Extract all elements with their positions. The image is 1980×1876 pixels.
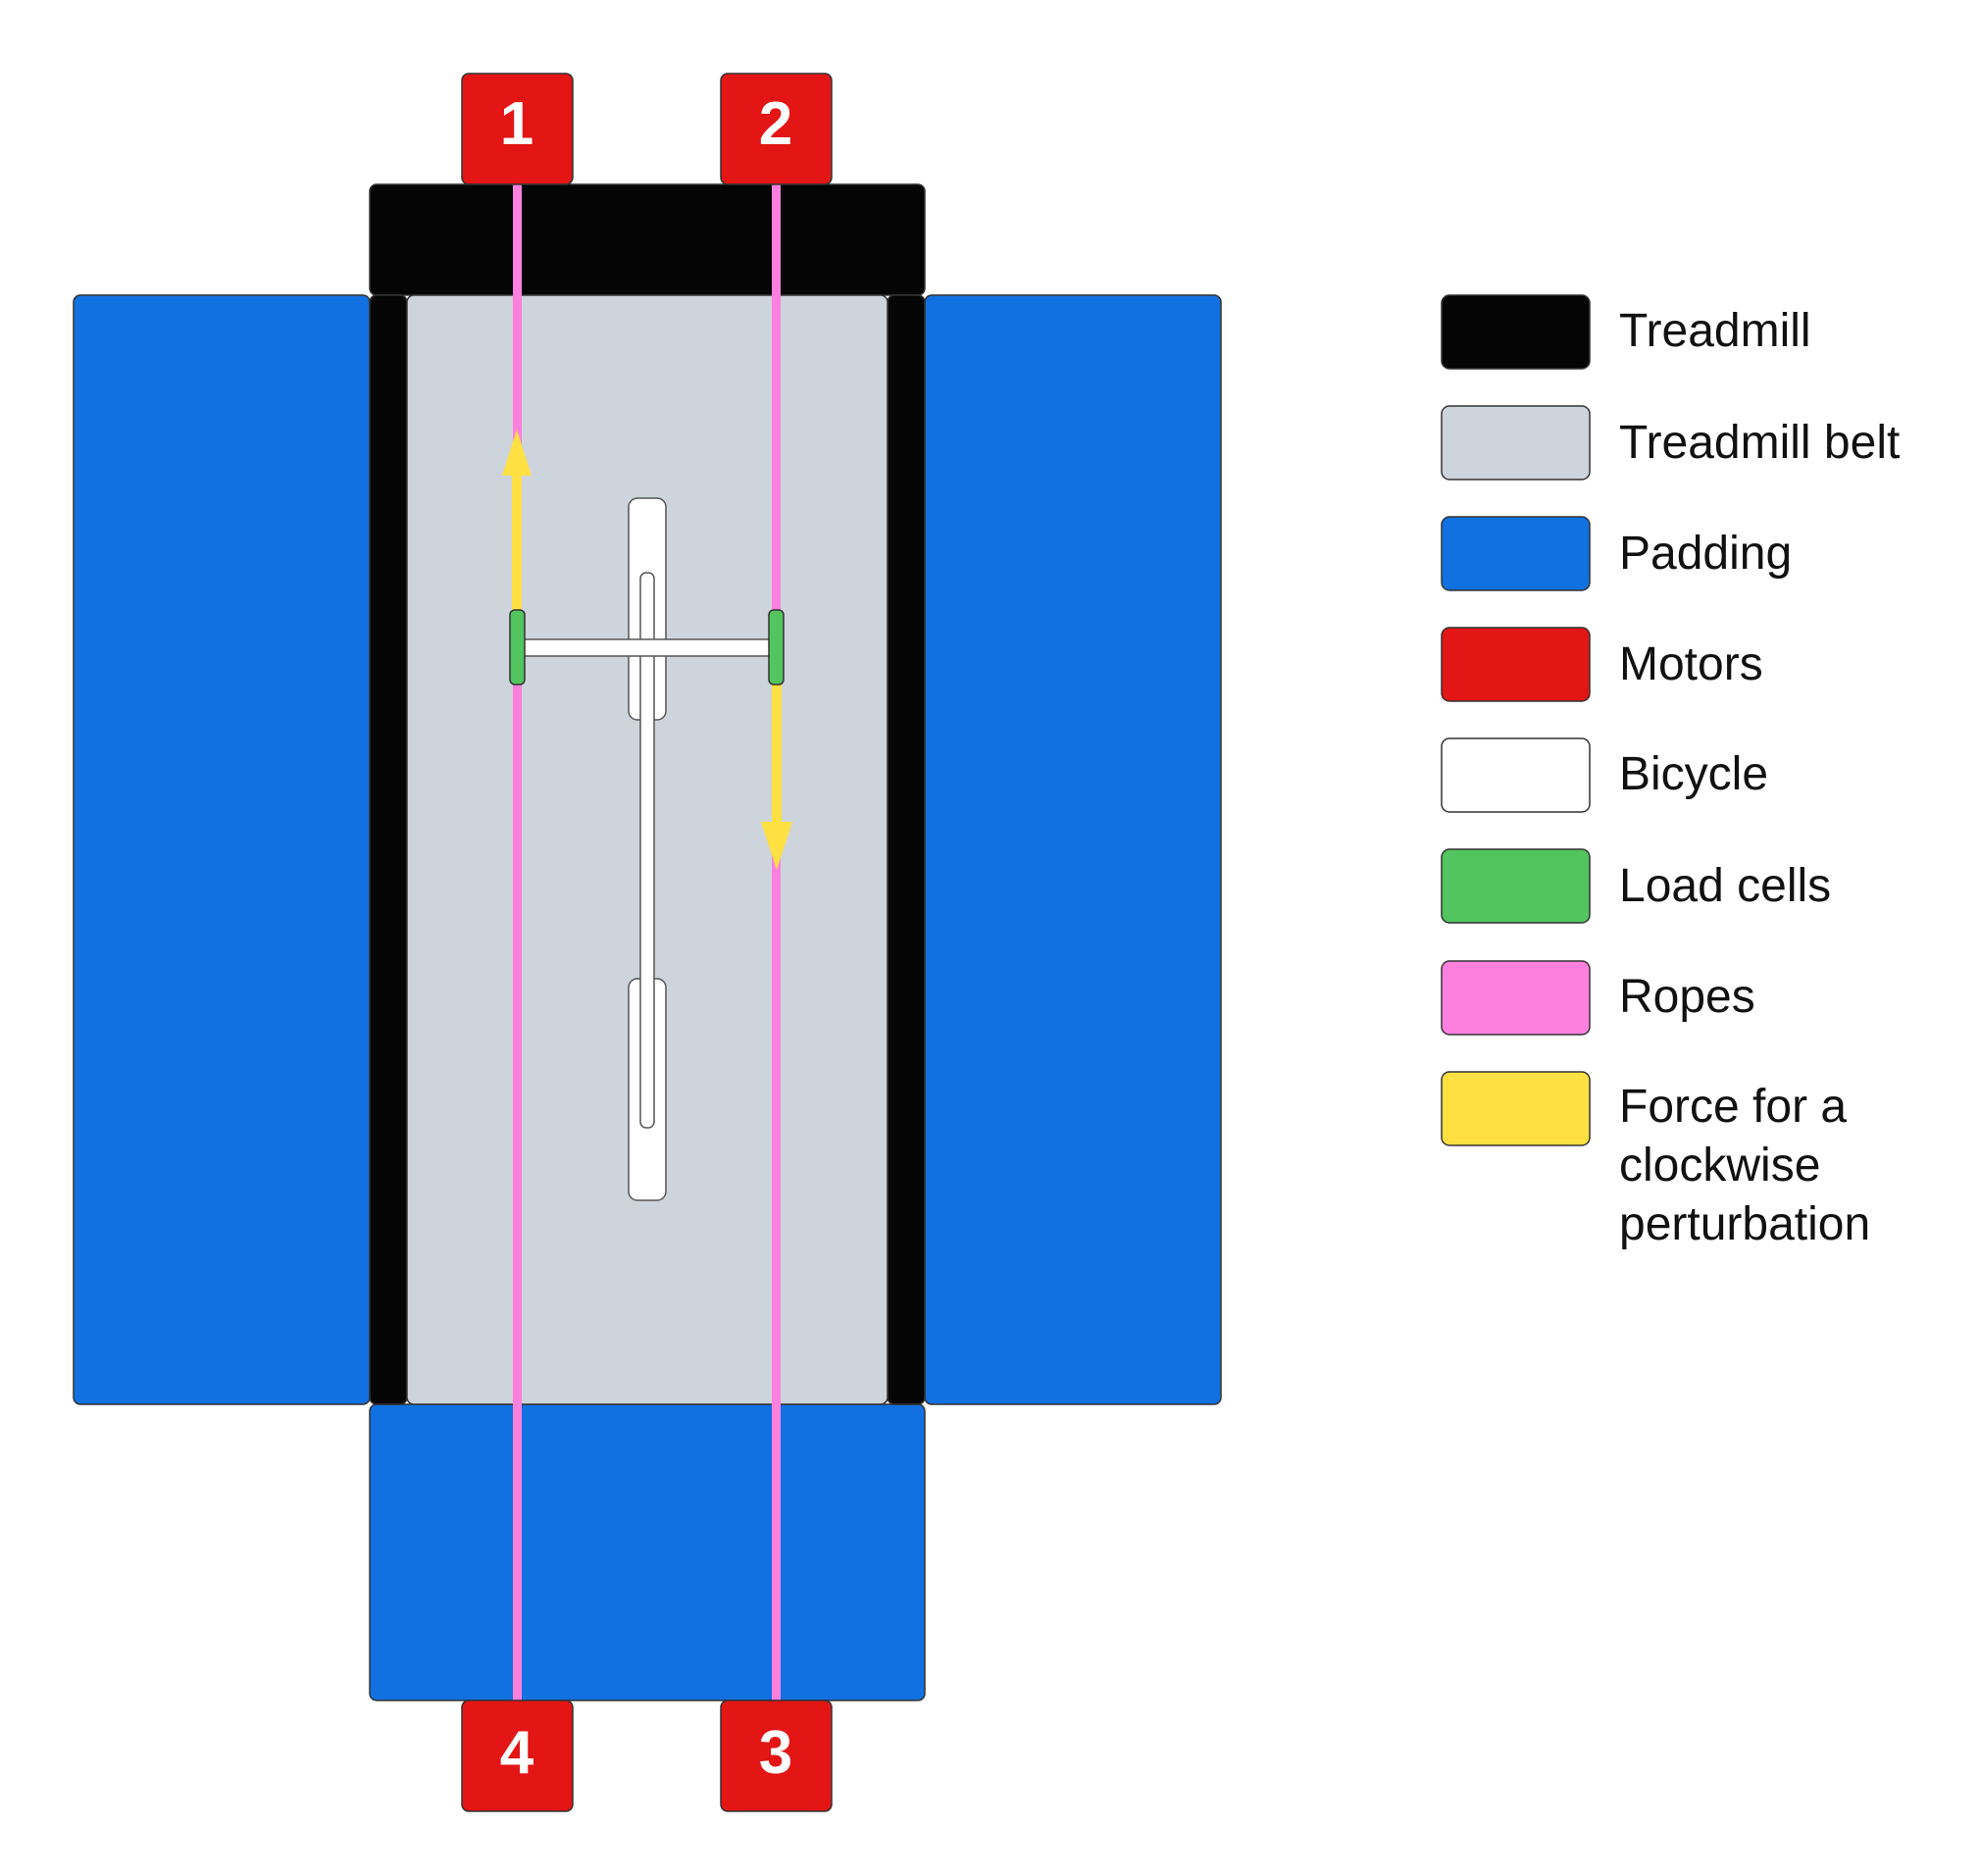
bicycle-handlebar: [517, 638, 778, 657]
treadmill-left-rail: [369, 294, 408, 1405]
legend-item-motors: Motors: [1441, 627, 1763, 702]
force-arrow-up: [502, 430, 532, 614]
load-cell-right: [768, 609, 785, 685]
motor-3-label: 3: [759, 1719, 792, 1787]
legend-swatch-force: [1441, 1071, 1591, 1146]
bicycle-frame: [639, 572, 655, 1129]
treadmill-front-bar: [369, 183, 926, 296]
motor-3: 3: [720, 1699, 833, 1812]
legend-swatch-treadmill: [1441, 294, 1591, 370]
legend-item-treadmill-belt: Treadmill belt: [1441, 405, 1900, 481]
right-padding: [924, 294, 1222, 1405]
legend-label-force-line2: clockwise: [1619, 1140, 1820, 1192]
legend-item-treadmill: Treadmill: [1441, 294, 1811, 370]
motor-4-label: 4: [500, 1719, 534, 1787]
legend-label-force-line3: perturbation: [1619, 1198, 1870, 1250]
legend-item-load-cells: Load cells: [1441, 848, 1831, 924]
motor-1: 1: [461, 73, 574, 185]
motor-4: 4: [461, 1699, 574, 1812]
treadmill-right-rail: [887, 294, 926, 1405]
motor-2-label: 2: [759, 90, 792, 158]
bicycle: [517, 497, 778, 1201]
legend-label-ropes: Ropes: [1619, 971, 1755, 1023]
legend-item-bicycle: Bicycle: [1441, 737, 1768, 813]
legend-label-load-cells: Load cells: [1619, 860, 1831, 912]
legend-label-force-line1: Force for a: [1619, 1081, 1847, 1133]
load-cell-left: [509, 609, 526, 685]
legend-label-padding: Padding: [1619, 528, 1792, 580]
legend-swatch-padding: [1441, 516, 1591, 591]
bottom-padding: [369, 1403, 926, 1701]
motor-1-label: 1: [500, 90, 533, 158]
legend-label-treadmill: Treadmill: [1619, 305, 1811, 357]
rope-left: [513, 184, 522, 1700]
legend-label-treadmill-belt: Treadmill belt: [1619, 417, 1900, 469]
legend-item-force: Force for a clockwise perturbation: [1441, 1071, 1870, 1250]
force-arrow-down: [761, 683, 792, 870]
rope-right: [772, 184, 781, 1700]
legend-swatch-load-cells: [1441, 848, 1591, 924]
legend-swatch-bicycle: [1441, 737, 1591, 813]
legend-swatch-treadmill-belt: [1441, 405, 1591, 481]
legend-label-motors: Motors: [1619, 638, 1763, 690]
legend: Treadmill Treadmill belt Padding Motors …: [1441, 294, 1900, 1250]
left-padding: [73, 294, 371, 1405]
legend-label-bicycle: Bicycle: [1619, 748, 1768, 800]
legend-item-padding: Padding: [1441, 516, 1792, 591]
motor-2: 2: [720, 73, 833, 185]
legend-item-ropes: Ropes: [1441, 960, 1755, 1036]
legend-swatch-ropes: [1441, 960, 1591, 1036]
legend-swatch-motors: [1441, 627, 1591, 702]
